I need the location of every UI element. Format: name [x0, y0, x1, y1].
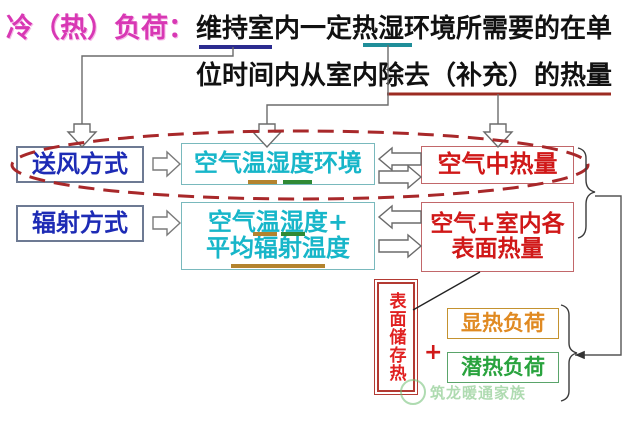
arrowhead-to-supply: [66, 123, 98, 149]
box-mean-radiant-temp-label: 平均辐射温度: [206, 234, 350, 262]
arrow-supply-to-env: [152, 150, 182, 178]
box-supply-air-method: 送风方式: [16, 146, 144, 183]
watermark-text: 筑龙暖通家族: [430, 383, 527, 402]
box-air-temp-humidity-plus-mrt: 空气温湿度+ 平均辐射温度: [181, 202, 375, 270]
arrow-radiation-to-avg: [152, 209, 182, 237]
brace-right-red-boxes: [577, 147, 596, 239]
plus-sign: +: [424, 340, 443, 365]
watermark-logo-icon: [400, 379, 426, 405]
arrow-airheat-to-env: [377, 146, 422, 172]
page-title-label: 冷（热）负荷：: [6, 13, 195, 44]
definition-line-1: 维持室内一定热湿环境所需要的在单: [196, 14, 613, 44]
arrow-surfaceheat-to-avg: [377, 204, 422, 230]
box-air-temp-hum-label: 空气温湿度+: [207, 208, 349, 237]
box-air-plus-indoor-surfaces-heat: 空气+室内各 表面热量: [421, 202, 574, 272]
watermark: 筑龙暖通家族: [400, 372, 640, 412]
box-surface-stored-heat: 表面储存热: [374, 279, 418, 395]
arrow-avg-to-surfaceheat: [378, 233, 423, 259]
leader-surfaceheat-to-storage: [412, 271, 481, 311]
box-air-temp-humidity-environment: 空气温湿度环境: [181, 143, 375, 185]
box-latent-heat-load: 潜热负荷: [447, 352, 559, 383]
definition-line-2: 位时间内从室内除去（补充）的热量: [196, 61, 613, 91]
box-surface-heat-line2: 表面热量: [451, 236, 544, 262]
connector-brace-to-loads: [575, 195, 622, 360]
box-radiation-method: 辐射方式: [16, 205, 144, 242]
box-surface-heat-line1: 空气+室内各: [430, 211, 565, 238]
arrowhead-to-airheat: [482, 123, 514, 149]
box-heat-in-air: 空气中热量: [421, 146, 574, 184]
arrow-env-to-airheat: [378, 164, 423, 190]
box-sensible-heat-load: 显热负荷: [447, 308, 559, 339]
box-air-env-label: 空气温湿度环境: [194, 149, 362, 178]
